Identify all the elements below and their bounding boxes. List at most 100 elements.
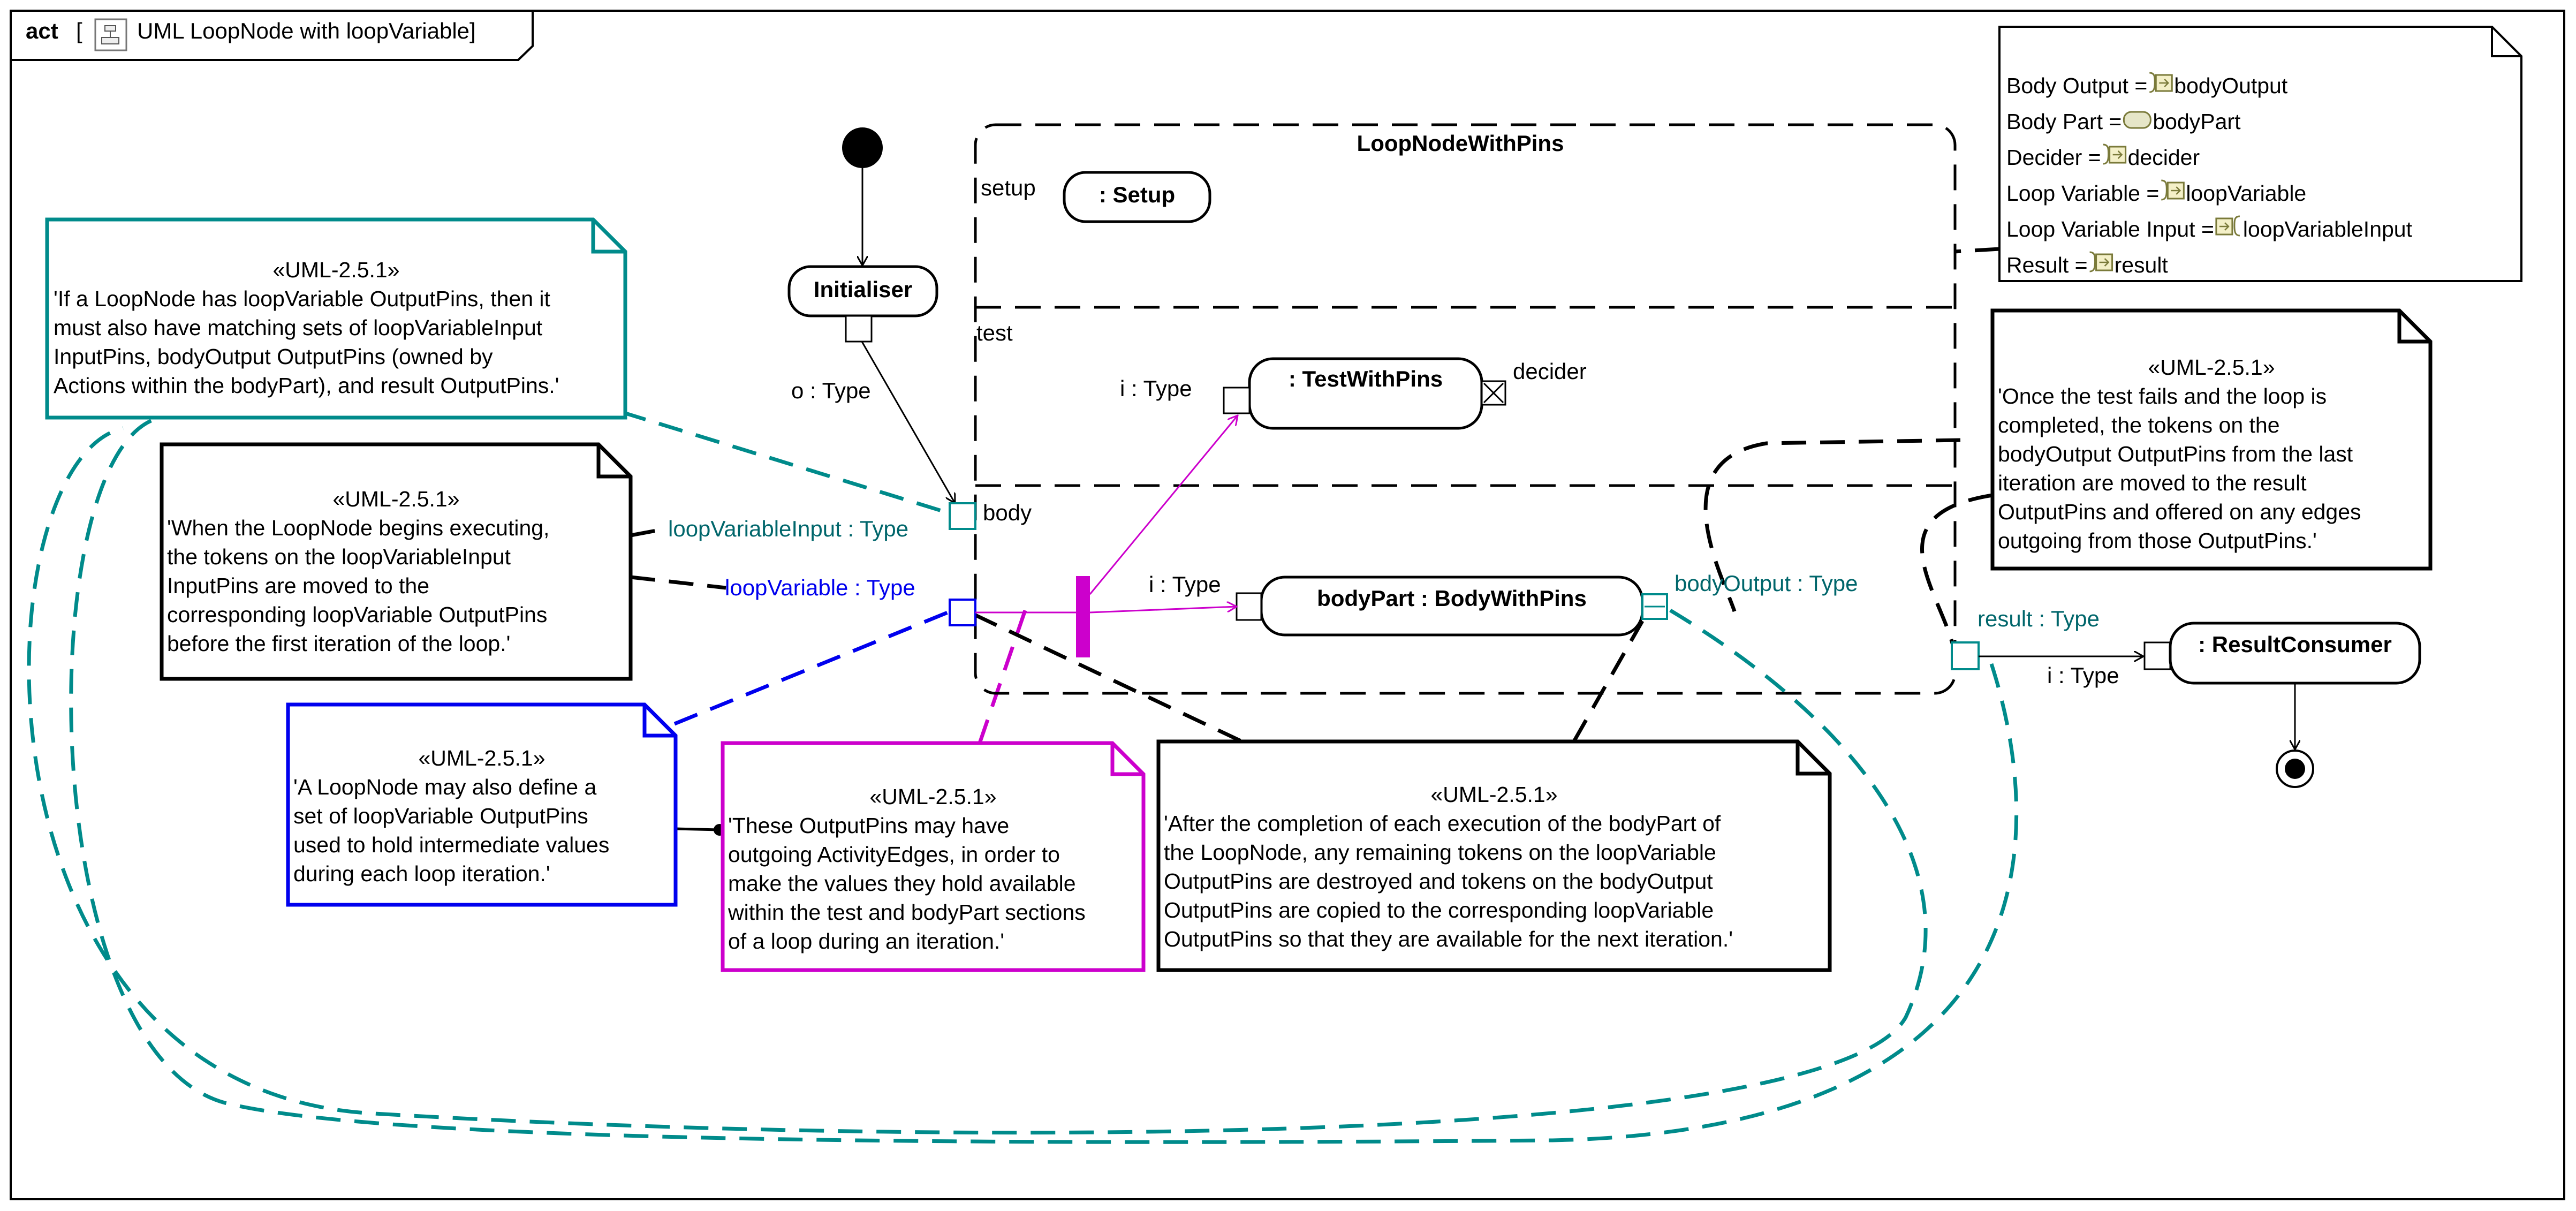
note-stereotype: «UML-2.5.1» bbox=[1430, 782, 1557, 807]
edge-fork-to-test[interactable] bbox=[1089, 415, 1238, 595]
note-after: «UML-2.5.1» 'After the completion of each… bbox=[1156, 739, 1832, 972]
final-node[interactable] bbox=[2276, 750, 2314, 788]
initial-node[interactable] bbox=[842, 127, 883, 168]
note-line: must also have matching sets of loopVari… bbox=[54, 315, 543, 340]
note-line: 'After the completion of each execution … bbox=[1164, 811, 1721, 836]
begin-connector-lvi bbox=[630, 527, 665, 538]
note-line: set of loopVariable OutputPins bbox=[293, 804, 588, 828]
body-input-pin[interactable] bbox=[1236, 592, 1262, 621]
output-pin-icon bbox=[2161, 179, 2185, 201]
consumer-input-pin-label: i : Type bbox=[2047, 663, 2119, 688]
note-line: outgoing ActivityEdges, in order to bbox=[728, 842, 1060, 867]
decider-label: decider bbox=[1513, 359, 1587, 384]
body-output-pin[interactable] bbox=[1641, 593, 1668, 620]
body-action[interactable]: bodyPart : BodyWithPins bbox=[1260, 576, 1644, 637]
blue-connector bbox=[673, 608, 954, 726]
legend-row-value: loopVariableInput bbox=[2243, 217, 2413, 241]
teal-connector-lvi bbox=[621, 410, 953, 516]
output-pin-icon bbox=[2089, 251, 2113, 273]
body-output-pin-label: bodyOutput : Type bbox=[1675, 571, 1858, 596]
magenta-connector bbox=[978, 609, 1027, 744]
note-line: OutputPins so that they are available fo… bbox=[1164, 927, 1733, 951]
begin-connector-lv bbox=[630, 575, 726, 590]
legend-row-value: bodyPart bbox=[2153, 109, 2241, 134]
note-stereotype: «UML-2.5.1» bbox=[418, 746, 545, 770]
edge-fork-to-body[interactable] bbox=[1089, 607, 1237, 614]
note-line: OutputPins are copied to the correspondi… bbox=[1164, 898, 1714, 922]
note-line: bodyOutput OutputPins from the last bbox=[1998, 442, 2353, 466]
test-input-pin-label: i : Type bbox=[1120, 376, 1192, 401]
note-line: Actions within the bodyPart), and result… bbox=[54, 373, 559, 398]
loop-variable-label: loopVariable : Type bbox=[725, 575, 915, 600]
note-line: InputPins are moved to the bbox=[167, 573, 429, 598]
action-icon bbox=[2123, 111, 2151, 129]
test-label: : TestWithPins bbox=[1289, 366, 1443, 391]
loop-variable-pin[interactable] bbox=[949, 599, 976, 626]
note-line: within the test and bodyPart sections bbox=[728, 900, 1086, 925]
note-once: «UML-2.5.1»'Once the test fails and the … bbox=[1990, 308, 2433, 571]
initialiser-output-pin[interactable] bbox=[845, 315, 873, 343]
legend-row-label: Body Part = bbox=[2006, 109, 2122, 134]
note-line: used to hold intermediate values bbox=[293, 832, 609, 857]
initialiser-label: Initialiser bbox=[814, 277, 912, 302]
decider-pin[interactable] bbox=[1481, 380, 1506, 406]
note-stereotype: «UML-2.5.1» bbox=[272, 258, 399, 282]
output-pin-icon bbox=[2149, 72, 2173, 93]
note-begin: «UML-2.5.1»'When the LoopNode begins exe… bbox=[160, 442, 633, 681]
result-consumer-action[interactable]: : ResultConsumer bbox=[2169, 622, 2421, 685]
legend-row-label: Loop Variable Input = bbox=[2006, 217, 2214, 241]
fork-node[interactable] bbox=[1076, 576, 1090, 657]
note-teal: «UML-2.5.1» 'If a LoopNode has loopVariab… bbox=[45, 217, 627, 420]
setup-label: : Setup bbox=[1099, 182, 1175, 207]
initialiser-action[interactable]: Initialiser bbox=[787, 265, 938, 317]
legend-row-value: bodyOutput bbox=[2174, 73, 2288, 98]
diagram-icon bbox=[94, 18, 127, 51]
setup-action[interactable]: : Setup bbox=[1063, 171, 1211, 223]
loop-variable-input-label: loopVariableInput : Type bbox=[668, 516, 908, 541]
legend-row-value: loopVariable bbox=[2186, 181, 2306, 206]
note-line: before the first iteration of the loop.' bbox=[167, 631, 510, 656]
loop-node-name: LoopNodeWithPins bbox=[1357, 131, 1564, 156]
note-line: completed, the tokens on the bbox=[1998, 413, 2280, 437]
body-section-label: body bbox=[983, 500, 1032, 525]
note-blue: «UML-2.5.1» 'A LoopNode may also define a… bbox=[286, 702, 678, 907]
note-line: the tokens on the loopVariableInput bbox=[167, 544, 511, 569]
note-line: 'A LoopNode may also define a bbox=[293, 775, 596, 799]
edge-initialiser-to-lvi[interactable] bbox=[861, 341, 955, 503]
note-line: corresponding loopVariable OutputPins bbox=[167, 602, 547, 627]
frame-bracket: [ bbox=[76, 18, 82, 43]
once-connector-result bbox=[1920, 493, 1993, 646]
note-line: 'When the LoopNode begins executing, bbox=[167, 516, 549, 540]
teal-connector-result bbox=[69, 415, 2019, 1144]
after-connector-lv bbox=[973, 612, 1243, 744]
output-pin-icon bbox=[2103, 143, 2127, 165]
consumer-input-pin[interactable] bbox=[2143, 641, 2171, 670]
loop-node[interactable]: LoopNodeWithPins setup test bbox=[974, 123, 1957, 695]
note-line: of a loop during an iteration.' bbox=[728, 929, 1004, 953]
legend-row-label: Decider = bbox=[2006, 145, 2101, 170]
note-magenta: «UML-2.5.1»'These OutputPins may haveout… bbox=[721, 741, 1146, 972]
note-line: the LoopNode, any remaining tokens on th… bbox=[1164, 840, 1716, 865]
test-input-pin[interactable] bbox=[1223, 387, 1251, 414]
note-line: make the values they hold available bbox=[728, 871, 1076, 896]
note-stereotype: «UML-2.5.1» bbox=[2148, 355, 2275, 380]
note-line: 'These OutputPins may have bbox=[728, 813, 1009, 838]
note-line: OutputPins are destroyed and tokens on t… bbox=[1164, 869, 1713, 894]
legend-row-label: Loop Variable = bbox=[2006, 181, 2159, 206]
after-connector-bo bbox=[1572, 620, 1645, 743]
result-pin[interactable] bbox=[1951, 641, 1980, 670]
legend-row-value: result bbox=[2115, 253, 2169, 277]
teal-connector-body-output bbox=[27, 426, 1928, 1135]
note-line: 'If a LoopNode has loopVariable OutputPi… bbox=[54, 286, 551, 311]
note-line: outgoing from those OutputPins.' bbox=[1998, 528, 2317, 553]
setup-section-label: setup bbox=[981, 175, 1036, 200]
frame-title: UML LoopNode with loopVariable] bbox=[137, 18, 476, 43]
test-section-label: test bbox=[976, 320, 1013, 345]
test-action[interactable]: : TestWithPins bbox=[1248, 357, 1483, 430]
legend-row-value: decider bbox=[2128, 145, 2200, 170]
body-input-pin-label: i : Type bbox=[1149, 572, 1221, 597]
legend-connector bbox=[1953, 247, 2000, 254]
result-pin-label: result : Type bbox=[1978, 606, 2100, 631]
loop-variable-input-pin[interactable] bbox=[949, 502, 976, 530]
